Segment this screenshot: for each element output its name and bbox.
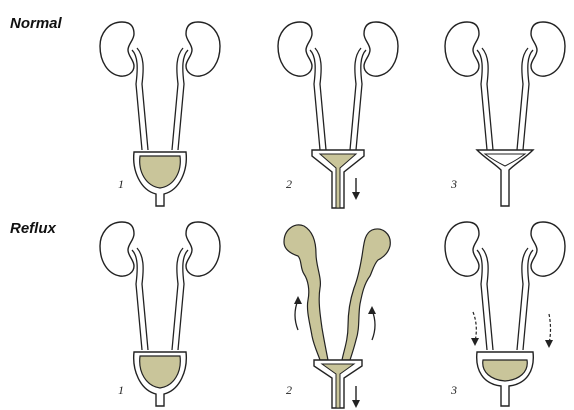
downward-flow-arrow: [352, 386, 360, 408]
normal-step-3-number: 3: [451, 177, 457, 192]
reflux-step-1-illustration: [100, 222, 220, 406]
downward-return-arrow-left: [471, 312, 479, 346]
upward-flow-arrow-left: [294, 296, 302, 330]
normal-step-2-number: 2: [286, 177, 292, 192]
reflux-step-3-illustration: [445, 222, 565, 406]
row-label-normal: Normal: [10, 15, 62, 32]
reflux-step-2-number: 2: [286, 383, 292, 398]
upward-flow-arrow-right: [368, 306, 376, 340]
downward-return-arrow-right: [545, 314, 553, 348]
normal-step-1-number: 1: [118, 177, 124, 192]
reflux-step-3-number: 3: [451, 383, 457, 398]
normal-step-3-illustration: [445, 22, 565, 206]
downward-flow-arrow: [352, 178, 360, 200]
normal-step-2-illustration: [278, 22, 398, 208]
reflux-step-1-number: 1: [118, 383, 124, 398]
row-label-reflux: Reflux: [10, 220, 56, 237]
reflux-step-2-illustration: [284, 225, 390, 408]
